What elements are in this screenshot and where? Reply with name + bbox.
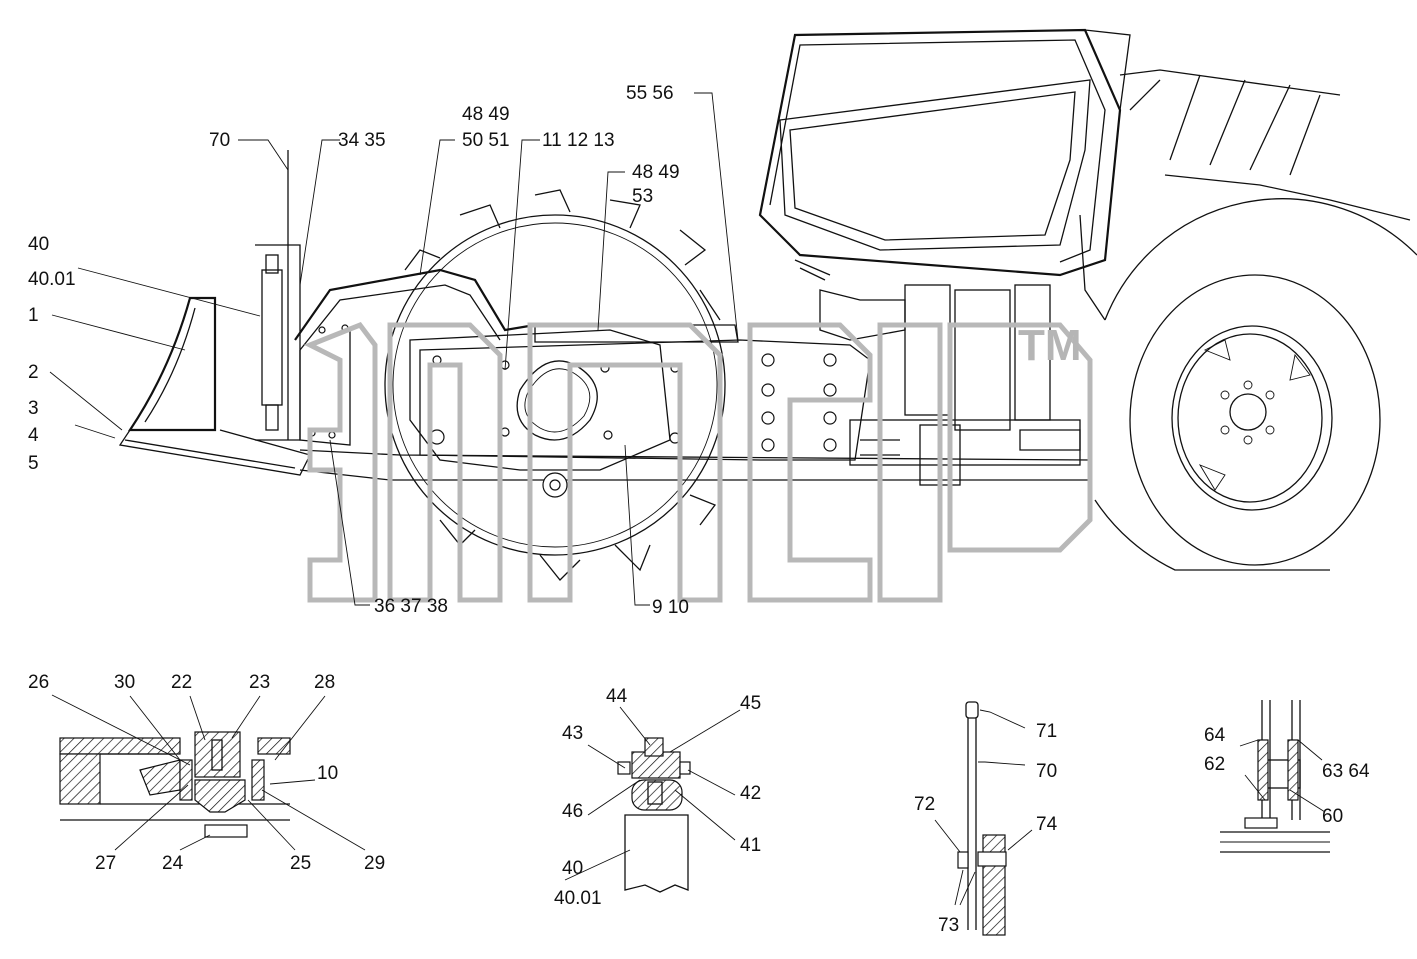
callout-48-49-top: 48 49 [462, 104, 510, 125]
detail-rod: 71 70 72 74 73 [914, 701, 1058, 936]
callout-62: 62 [1204, 754, 1225, 775]
detail-pivot-joint: 44 45 43 42 46 41 40 40.01 [554, 686, 761, 909]
callout-28: 28 [314, 672, 335, 693]
callout-11-12-13: 11 12 13 [542, 130, 615, 151]
callout-53: 53 [632, 186, 653, 207]
detail-section-bolt: 26 30 22 23 28 10 27 24 25 29 [28, 672, 385, 874]
callout-42: 42 [740, 783, 761, 804]
callout-10-detail: 10 [317, 763, 338, 784]
callout-30: 30 [114, 672, 135, 693]
callout-50-51: 50 51 [462, 130, 510, 151]
callout-25: 25 [290, 853, 311, 874]
callout-22: 22 [171, 672, 192, 693]
callout-55-56: 55 56 [626, 83, 674, 104]
main-frame [299, 324, 1091, 481]
blade-assembly [118, 150, 311, 476]
callout-40-main: 40 [28, 234, 49, 255]
callout-2: 2 [28, 362, 39, 383]
callout-73: 73 [938, 915, 959, 936]
callout-43: 43 [562, 723, 583, 744]
callout-48-49-mid: 48 49 [632, 162, 680, 183]
rear-wheel [1094, 198, 1417, 571]
callout-34-35: 34 35 [338, 130, 386, 151]
side-plate [409, 329, 681, 471]
deflector-chute [294, 268, 536, 446]
watermark: TM [303, 321, 1093, 603]
callout-41: 41 [740, 835, 761, 856]
callout-71: 71 [1036, 721, 1057, 742]
callout-29: 29 [364, 853, 385, 874]
leader-lines-main [49, 92, 739, 606]
callout-44: 44 [606, 686, 628, 707]
callout-1: 1 [28, 305, 39, 326]
callout-3: 3 [28, 398, 39, 419]
callout-4: 4 [28, 425, 39, 446]
tractor-cabin [758, 28, 1411, 321]
callout-9-10: 9 10 [652, 597, 689, 618]
callout-24: 24 [162, 853, 184, 874]
callout-46: 46 [562, 801, 583, 822]
callout-40-01-main: 40.01 [28, 269, 76, 290]
callout-60: 60 [1322, 806, 1343, 827]
callout-26: 26 [28, 672, 49, 693]
watermark-trademark: TM [1018, 321, 1082, 370]
callout-5: 5 [28, 453, 39, 474]
callout-40-01-detail: 40.01 [554, 888, 602, 909]
callout-36-37-38: 36 37 38 [374, 596, 448, 617]
callout-63-64: 63 64 [1322, 761, 1370, 782]
callout-40-detail: 40 [562, 858, 583, 879]
callout-72: 72 [914, 794, 935, 815]
callout-23: 23 [249, 672, 270, 693]
callout-45: 45 [740, 693, 761, 714]
main-callouts: 70 34 35 48 49 50 51 11 12 13 55 56 48 4… [28, 83, 689, 618]
callout-74: 74 [1036, 814, 1058, 835]
cutter-wheel [384, 189, 726, 581]
detail-bracket: 64 62 63 64 60 [1204, 700, 1370, 853]
callout-27: 27 [95, 853, 116, 874]
callout-70-detail: 70 [1036, 761, 1057, 782]
callout-70-top: 70 [209, 130, 230, 151]
callout-64-a: 64 [1204, 725, 1226, 746]
